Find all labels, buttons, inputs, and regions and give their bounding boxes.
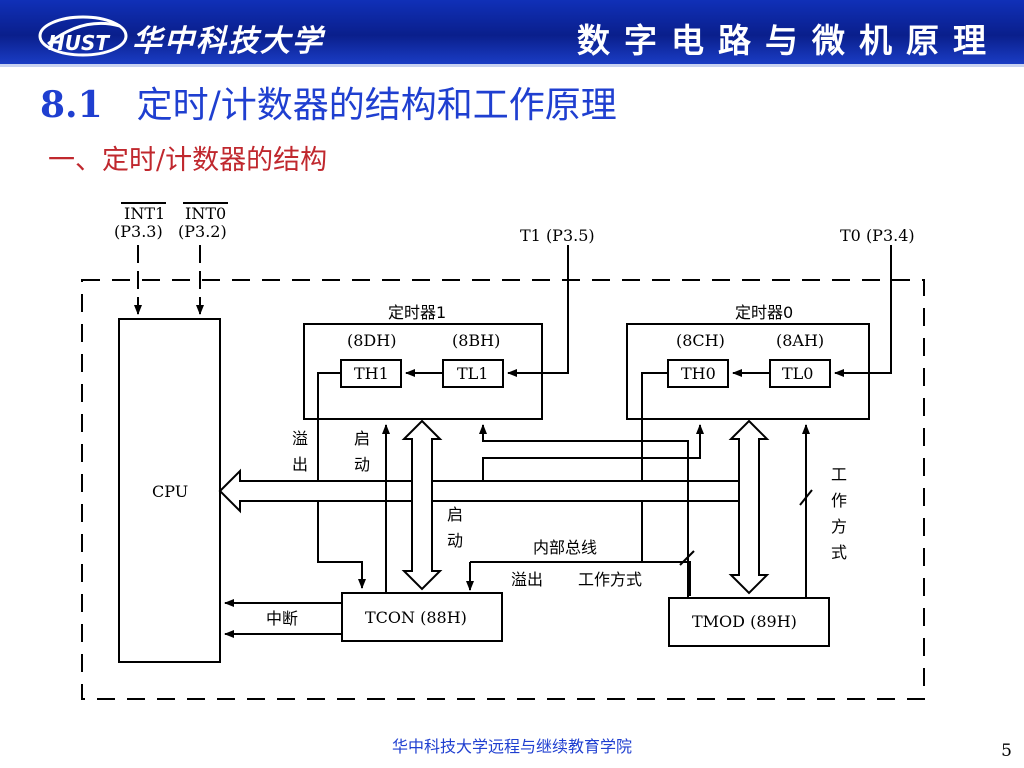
mode-char-3: 方 [831, 517, 847, 536]
th0-overflow-up [641, 372, 667, 480]
tmod-box [668, 597, 830, 647]
logo-text: HUST [48, 31, 110, 55]
university-name: 华中科技大学 [132, 24, 324, 59]
tcon-label: TCON (88H) [365, 608, 467, 627]
interrupt-label: 中断 [266, 609, 298, 628]
mode-char-1: 工 [831, 465, 847, 484]
overflow-bus-slash [679, 550, 695, 566]
th0-register [667, 359, 729, 388]
slide-subtitle: 一、定时/计数器的结构 [48, 145, 328, 176]
tmod-label: TMOD (89H) [692, 612, 797, 631]
header-divider [0, 64, 1024, 67]
start2-char-1: 启 [447, 505, 463, 524]
bus-branch-timer1 [401, 419, 443, 591]
timer1-box [303, 323, 543, 420]
tl1-address: (8BH) [452, 331, 500, 350]
hust-logo-icon: HUST [38, 15, 128, 57]
th1-overflow-to-tcon [317, 502, 366, 589]
th0-overflow-down [641, 502, 691, 596]
cpu-label: CPU [152, 482, 188, 501]
start-char-1: 启 [354, 429, 370, 448]
header-bar: HUST 华中科技大学 数字电路与微机原理 [0, 0, 1024, 64]
int0-pin-label: (P3.2) [178, 222, 227, 241]
timer0-box [626, 323, 870, 420]
slide-title: 8.1 定时/计数器的结构和工作原理 [40, 76, 617, 128]
t0-input-line [834, 245, 892, 377]
t1-pin-label: T1 (P3.5) [520, 226, 595, 245]
t1-input-line [507, 245, 569, 377]
section-title: 定时/计数器的结构和工作原理 [136, 85, 617, 126]
tl0-register [769, 359, 831, 388]
mode-char-4: 式 [831, 543, 847, 562]
overflow-char-1: 溢 [292, 429, 308, 448]
internal-bus-label: 内部总线 [533, 538, 597, 557]
th1-overflow-up [317, 372, 340, 480]
int0-label: INT0 [185, 204, 226, 223]
page-number: 5 [1001, 741, 1012, 761]
chip-boundary [81, 279, 925, 700]
start-control-timer0 [482, 424, 704, 480]
bus-branch-timer0 [728, 419, 770, 595]
th1-label: TH1 [354, 364, 389, 383]
th0-label: TH0 [681, 364, 716, 383]
int1-pin-label: (P3.3) [114, 222, 163, 241]
int1-label: INT1 [124, 204, 165, 223]
course-title: 数字电路与微机原理 [577, 21, 1000, 60]
overflow-char-2: 出 [292, 455, 308, 474]
th1-register [340, 359, 402, 388]
start2-char-2: 动 [447, 531, 463, 550]
tl1-register [442, 359, 504, 388]
mode-to-timer1 [479, 424, 689, 598]
th0-address: (8CH) [676, 331, 725, 350]
start-char-2: 动 [354, 455, 370, 474]
mode-char-2: 作 [831, 491, 847, 510]
th1-address: (8DH) [347, 331, 396, 350]
internal-bus-arrow [218, 468, 741, 514]
section-number: 8.1 [40, 84, 103, 126]
timer0-title: 定时器0 [735, 303, 793, 322]
tl0-address: (8AH) [776, 331, 824, 350]
tcon-box [341, 592, 503, 642]
t0-pin-label: T0 (P3.4) [840, 226, 915, 245]
tl1-label: TL1 [457, 364, 488, 383]
timer1-title: 定时器1 [388, 303, 446, 322]
footer-institution: 华中科技大学远程与继续教育学院 [391, 737, 632, 756]
tl0-label: TL0 [782, 364, 813, 383]
overflow-label: 溢出 [511, 570, 543, 589]
work-mode-label: 工作方式 [578, 570, 642, 589]
mode-bus-slash [799, 489, 813, 506]
